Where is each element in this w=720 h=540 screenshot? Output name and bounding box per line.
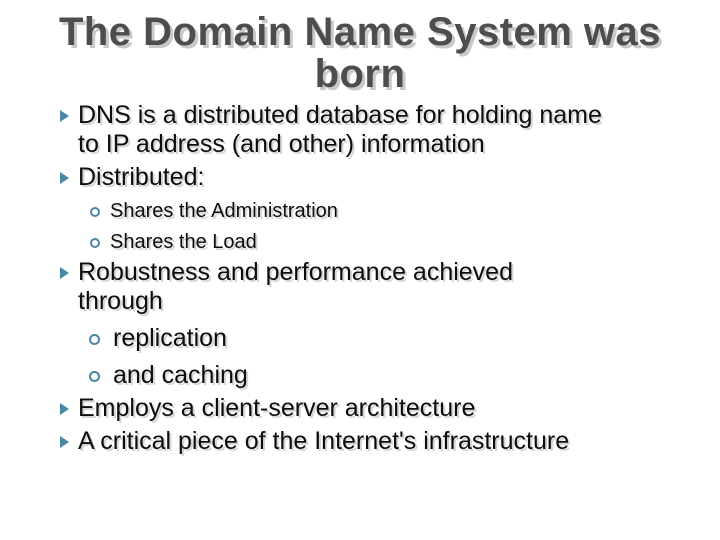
bullet-item-dns-database: DNS is a distributed database for holdin… <box>58 101 603 159</box>
arrow-bullet-icon <box>60 403 69 415</box>
bullet-item-replication: replication <box>58 324 603 353</box>
arrow-bullet-icon <box>60 172 69 184</box>
circle-bullet-icon <box>90 207 100 217</box>
title-line-2: born <box>314 52 406 96</box>
bullet-text: Robustness and performance achieved thro… <box>78 258 513 315</box>
bullet-text: Shares the Administration <box>110 200 338 222</box>
bullet-text: Employs a client-server architecture <box>78 394 476 422</box>
bullet-item-robustness-performance: Robustness and performance achieved thro… <box>58 258 603 316</box>
bullet-item-distributed: Distributed: <box>58 163 603 192</box>
circle-bullet-icon <box>89 334 100 345</box>
bullet-list: DNS is a distributed database for holdin… <box>58 101 603 456</box>
bullet-item-client-server: Employs a client-server architecture <box>58 394 603 423</box>
arrow-bullet-icon <box>60 436 69 448</box>
title-line-1: The Domain Name System was <box>58 10 662 54</box>
bullet-item-shares-administration: Shares the Administration <box>58 200 603 223</box>
bullet-text: Distributed: <box>78 163 205 191</box>
bullet-text: Shares the Load <box>110 231 257 253</box>
arrow-bullet-icon <box>60 267 69 279</box>
bullet-item-critical-infrastructure: A critical piece of the Internet's infra… <box>58 427 603 456</box>
circle-bullet-icon <box>90 238 100 248</box>
circle-bullet-icon <box>89 371 100 382</box>
bullet-item-shares-load: Shares the Load <box>58 231 603 254</box>
bullet-text: A critical piece of the Internet's infra… <box>78 427 570 455</box>
bullet-item-and-caching: and caching <box>58 361 603 390</box>
bullet-text: and caching <box>113 361 248 389</box>
bullet-text: replication <box>113 324 227 352</box>
bullet-text: DNS is a distributed database for holdin… <box>78 101 602 158</box>
slide-title: The Domain Name System was born <box>0 11 720 95</box>
arrow-bullet-icon <box>60 110 69 122</box>
